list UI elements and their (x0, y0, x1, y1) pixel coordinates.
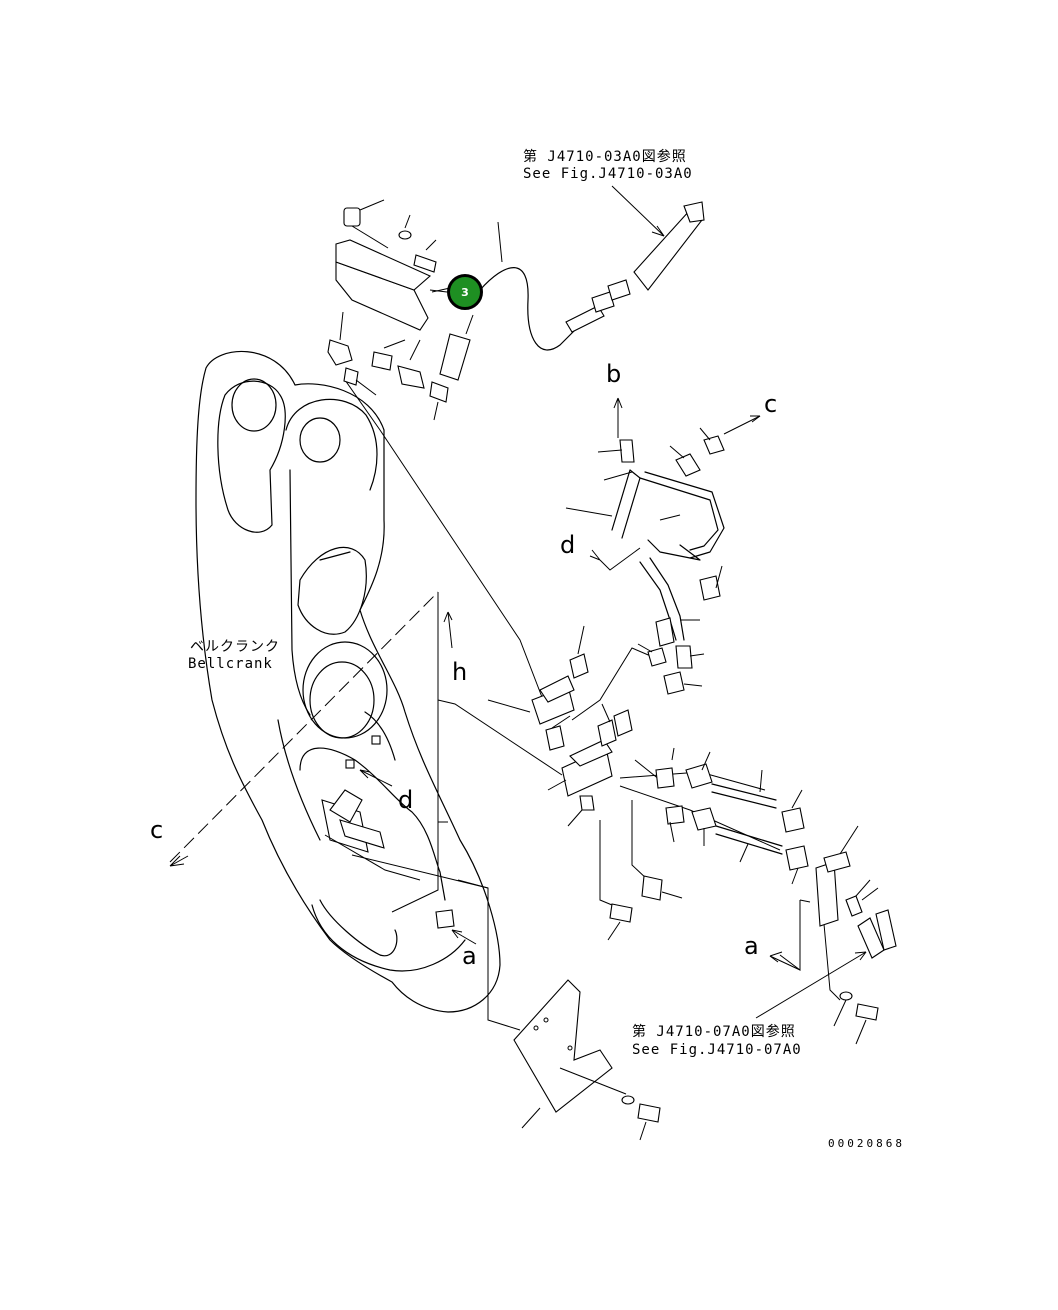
letter-c-left: c (150, 816, 164, 844)
letter-a-left: a (462, 942, 477, 970)
letter-a-right: a (744, 932, 759, 960)
direction-arrows (169, 611, 477, 945)
reference-bottom-en: See Fig.J4710-07A0 (632, 1042, 802, 1058)
drawing-number: 00020868 (828, 1137, 905, 1150)
reference-bottom-jp: 第 J4710-07A0図参照 (632, 1024, 796, 1040)
callout-leader (429, 289, 448, 293)
bottom-plate (513, 979, 661, 1141)
part-callout-3[interactable]: 3 (447, 274, 483, 310)
reference-top-jp: 第 J4710-03A0図参照 (523, 149, 687, 165)
bellcrank-label-en: Bellcrank (188, 656, 273, 672)
top-bracket-assembly (327, 185, 705, 421)
bellcrank-bracket (321, 735, 455, 929)
bellcrank-label-jp: ベルクランク (190, 639, 280, 655)
axis-line (169, 591, 439, 863)
pipe-group-upper (565, 397, 761, 695)
letter-c-right: c (764, 390, 778, 418)
letter-d-upper: d (560, 531, 576, 559)
letter-d-lower: d (398, 786, 414, 814)
right-fittings (655, 747, 897, 1045)
valve-blocks (487, 625, 633, 827)
letter-b: b (606, 360, 622, 388)
reference-top-en: See Fig.J4710-03A0 (523, 166, 693, 182)
part-callout-number: 3 (461, 285, 469, 299)
letter-h: h (452, 658, 468, 686)
bellcrank-outline (195, 350, 501, 1013)
routing-lines (344, 379, 841, 1031)
lower-fittings (607, 875, 683, 941)
